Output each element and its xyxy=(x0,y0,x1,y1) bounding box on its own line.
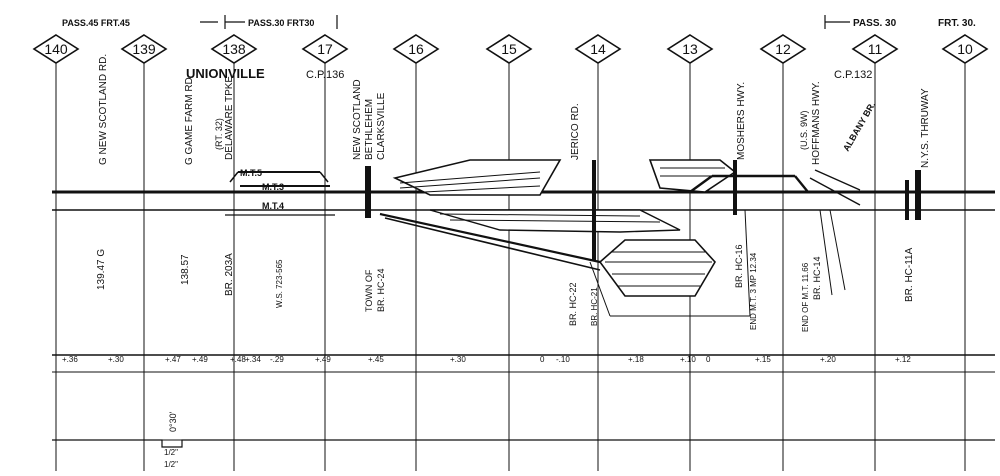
label-albany-br: ALBANY BR. xyxy=(841,100,877,153)
grade-value: +.18 xyxy=(628,355,644,364)
station-cp132: C.P.132 xyxy=(834,69,872,81)
grade-value: -.29 xyxy=(270,355,284,364)
label-138-57: 138.57 xyxy=(180,254,191,285)
milepost-label: 17 xyxy=(317,41,333,57)
curvature-row: 0°30' 1/2" 1/2" xyxy=(52,411,995,469)
label-new-scotland-rd: G NEW SCOTLAND RD. xyxy=(98,54,109,165)
station-cp136: C.P.136 xyxy=(306,69,344,81)
label-clarksville: CLARKSVILLE xyxy=(376,92,387,160)
milepost-138: 138 xyxy=(210,34,258,471)
label-br-203a: BR. 203A xyxy=(224,253,235,296)
milepost-16: 16 xyxy=(392,34,440,471)
label-br-hc-21: BR. HC-21 xyxy=(590,287,599,326)
speed-limit-middle: PASS.30 FRT30 xyxy=(248,18,314,28)
grade-value: +.49 xyxy=(192,355,208,364)
grade-value: +.49 xyxy=(315,355,331,364)
milepost-label: 11 xyxy=(868,41,883,57)
grade-value: +.45 xyxy=(368,355,384,364)
milepost-14: 14 xyxy=(574,34,622,471)
speed-limit-strip: PASS.45 FRT.45 PASS.30 FRT30 PASS. 30 FR… xyxy=(62,15,976,29)
grade-value: -.10 xyxy=(556,355,570,364)
label-game-farm-rd: G GAME FARM RD xyxy=(184,77,195,165)
milepost-label: 12 xyxy=(775,41,791,57)
grade-value: +.20 xyxy=(820,355,836,364)
label-rt32: (RT. 32) xyxy=(214,118,224,150)
label-br-hc-11a: BR. HC-11A xyxy=(904,247,915,302)
main-tracks xyxy=(52,159,995,317)
label-end-mt3: END M.T. 3 MP 12.34 xyxy=(749,252,758,330)
grade-value: +.12 xyxy=(895,355,911,364)
speed-limit-right-pass: PASS. 30 xyxy=(853,18,897,29)
grade-profile-row: +.36 +.30 +.47 +.49 +.48 +.34 -.29 +.49 … xyxy=(52,354,995,441)
label-us-9w: (U.S. 9W) xyxy=(799,110,809,150)
curve-elevation: 1/2" xyxy=(164,448,178,457)
label-ws-723-565: W.S. 723-565 xyxy=(275,259,284,308)
label-br-hc-22: BR. HC-22 xyxy=(568,282,578,326)
track-label-mt5: M.T.5 xyxy=(240,168,262,178)
curve-elevation: 1/2" xyxy=(164,460,178,469)
grade-value: +.34 xyxy=(245,355,261,364)
grade-value: 0 xyxy=(540,355,545,364)
milepost-140: 140 xyxy=(32,34,80,471)
milepost-label: 13 xyxy=(682,41,698,57)
label-bethlehem: BETHLEHEM xyxy=(364,99,375,160)
milepost-label: 138 xyxy=(222,41,246,57)
label-br-hc-24: BR. HC-24 xyxy=(376,268,386,312)
speed-limit-left: PASS.45 FRT.45 xyxy=(62,18,130,28)
label-delaware-tpke: DELAWARE TPKE xyxy=(224,76,235,160)
label-end-of-mt: END OF M.T. 11.66 xyxy=(801,262,810,332)
grade-value: +.30 xyxy=(450,355,466,364)
milepost-10: 10 xyxy=(941,34,989,471)
milepost-12: 12 xyxy=(759,34,807,471)
speed-limit-right-frt: FRT. 30. xyxy=(938,18,976,29)
milepost-label: 15 xyxy=(501,41,517,57)
grade-value: +.30 xyxy=(108,355,124,364)
milepost-label: 16 xyxy=(408,41,424,57)
label-town-of: TOWN OF xyxy=(364,269,374,312)
grade-value: +.10 xyxy=(680,355,696,364)
label-br-hc-14: BR. HC-14 xyxy=(812,256,822,300)
curve-degree: 0°30' xyxy=(168,411,178,432)
label-moshers-hwy: MOSHERS HWY. xyxy=(736,82,747,160)
track-label-mt4: M.T.4 xyxy=(262,201,284,211)
station-unionville: UNIONVILLE xyxy=(186,66,265,81)
label-new-scotland: NEW SCOTLAND xyxy=(352,79,363,160)
label-nys-thruway: N.Y.S. THRUWAY xyxy=(920,88,931,168)
milepost-139: 139 xyxy=(120,34,168,471)
grade-value: 0 xyxy=(706,355,711,364)
track-label-mt3: M.T.3 xyxy=(262,182,284,192)
milepost-label: 140 xyxy=(44,41,68,57)
milepost-label: 14 xyxy=(590,41,606,57)
grade-value: +.48 xyxy=(230,355,246,364)
milepost-row: 140 139 138 17 16 15 xyxy=(32,34,989,471)
label-br-hc-16: BR. HC-16 xyxy=(734,244,744,288)
milepost-15: 15 xyxy=(485,34,533,471)
milepost-label: 10 xyxy=(957,41,973,57)
milepost-11: 11 xyxy=(851,34,899,471)
milepost-label: 139 xyxy=(132,41,156,57)
grade-value: +.47 xyxy=(165,355,181,364)
label-hoffmans-hwy: HOFFMANS HWY. xyxy=(811,81,822,165)
milepost-17: 17 xyxy=(301,34,349,471)
grade-value: +.15 xyxy=(755,355,771,364)
label-139-47: 139.47 G xyxy=(96,249,107,290)
grade-value: +.36 xyxy=(62,355,78,364)
label-jerico-rd: JERICO RD. xyxy=(570,103,581,160)
